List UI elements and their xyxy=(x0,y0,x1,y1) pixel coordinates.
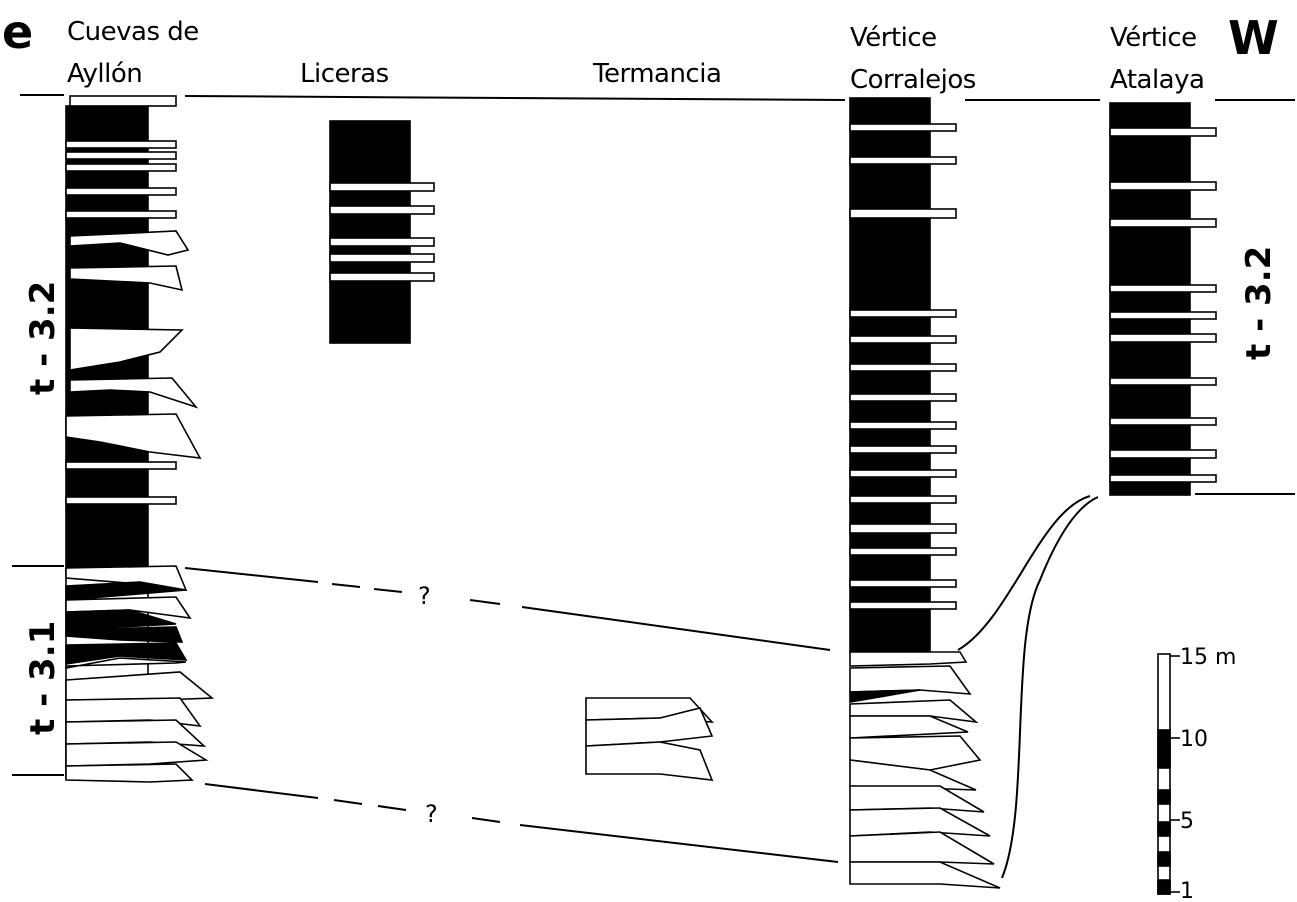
label-atalaya-line2: Atalaya xyxy=(1110,65,1204,95)
cuevas-sandstone-bodies-upper xyxy=(65,230,202,459)
atalaya-thin-beds xyxy=(1109,127,1217,483)
unit-label-t31-left: t - 3.1 xyxy=(23,621,63,735)
label-termancia: Termancia xyxy=(592,59,721,89)
label-corralejos-line2: Corralejos xyxy=(850,65,976,95)
label-cuevas-line1: Cuevas de xyxy=(67,17,199,47)
scale-tick-5: 5 xyxy=(1180,809,1194,834)
lower-question-mark: ? xyxy=(425,800,438,828)
upper-question-mark: ? xyxy=(418,582,431,610)
column-labels: e Cuevas de Ayllón Liceras Termancia Vér… xyxy=(2,5,1279,95)
unit-label-t32-left: t - 3.2 xyxy=(23,281,63,395)
unit-boundary-dash1 xyxy=(331,583,361,588)
column-cuevas xyxy=(65,95,215,783)
top-boundary-main xyxy=(184,95,846,101)
label-atalaya-line1: Vértice xyxy=(1110,23,1197,53)
west-direction-label: W xyxy=(1228,11,1279,65)
base-boundary-dash3 xyxy=(471,817,501,823)
column-termancia xyxy=(585,697,714,781)
scale-bar xyxy=(1157,653,1180,895)
liceras-thin-beds xyxy=(329,182,435,282)
label-liceras: Liceras xyxy=(300,59,389,89)
correlation-lines xyxy=(12,94,1295,879)
correlation-curve-upper xyxy=(957,495,1091,651)
base-boundary-line2 xyxy=(519,824,839,863)
scale-tick-1: 1 xyxy=(1180,879,1194,902)
column-atalaya xyxy=(1109,102,1217,496)
unit-boundary-dash2 xyxy=(373,588,403,593)
column-liceras xyxy=(329,120,435,344)
correlation-curve-lower xyxy=(1001,496,1099,879)
cuevas-thin-beds xyxy=(65,140,177,505)
cuevas-lower-unit xyxy=(65,565,215,783)
base-boundary-dash2 xyxy=(377,805,407,811)
scale-tick-15m: 15 m xyxy=(1180,645,1236,670)
corralejos-thin-beds xyxy=(849,123,957,610)
scale-tick-10: 10 xyxy=(1180,727,1208,752)
label-corralejos-line1: Vértice xyxy=(850,23,937,53)
unit-label-t32-right: t - 3.2 xyxy=(1239,246,1279,360)
corralejos-sandstone-bodies xyxy=(849,651,1001,889)
unit-boundary-line2 xyxy=(521,606,831,651)
cuevas-top-bed xyxy=(69,95,177,107)
east-direction-label: e xyxy=(2,5,33,59)
corralejos-mudstone xyxy=(849,97,931,653)
label-cuevas-line2: Ayllón xyxy=(67,59,142,89)
base-boundary-dash1 xyxy=(333,799,363,805)
unit-boundary-line xyxy=(184,567,319,583)
liceras-mudstone xyxy=(329,120,411,344)
base-boundary-line xyxy=(204,783,319,799)
unit-boundary-dash3 xyxy=(469,599,501,605)
termancia-bed-3 xyxy=(585,741,714,781)
atalaya-mudstone xyxy=(1109,102,1191,496)
column-corralejos xyxy=(849,97,1001,889)
